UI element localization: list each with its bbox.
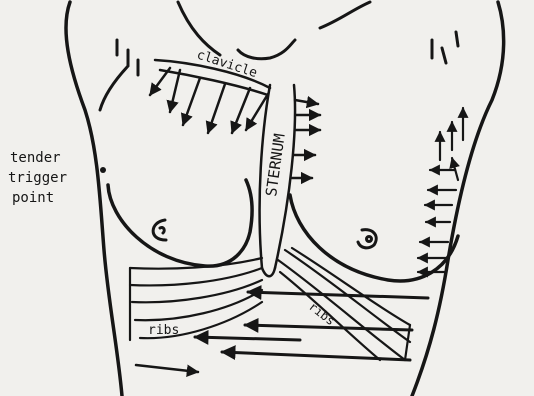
- tender-label-line1: tender: [10, 150, 61, 166]
- trigger-point-dot: [100, 167, 106, 173]
- ribs-label-left: ribs: [148, 323, 179, 338]
- tender-label-line2: trigger: [8, 170, 67, 186]
- tender-label-line3: point: [12, 190, 54, 206]
